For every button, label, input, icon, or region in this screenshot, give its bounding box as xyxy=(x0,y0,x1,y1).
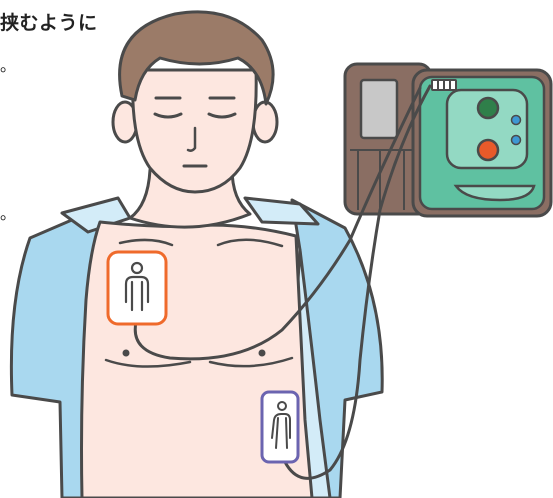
aed-shock-button xyxy=(478,140,498,160)
instruction-caption: 挟むように xyxy=(0,8,98,35)
shirt-right-collar xyxy=(245,198,318,224)
nipple-left xyxy=(123,350,130,357)
head xyxy=(113,12,277,192)
pad-lower xyxy=(262,392,298,462)
aed-lid-window xyxy=(361,80,397,138)
aed-indicator-2 xyxy=(512,136,521,145)
aed-power-button xyxy=(478,98,498,118)
caption-mark-1: 。 xyxy=(0,58,16,74)
aed-indicator-1 xyxy=(512,116,521,125)
aed-device xyxy=(345,64,551,216)
pad-upper xyxy=(108,252,166,324)
caption-mark-2: 。 xyxy=(0,206,16,222)
nipple-right xyxy=(259,350,266,357)
